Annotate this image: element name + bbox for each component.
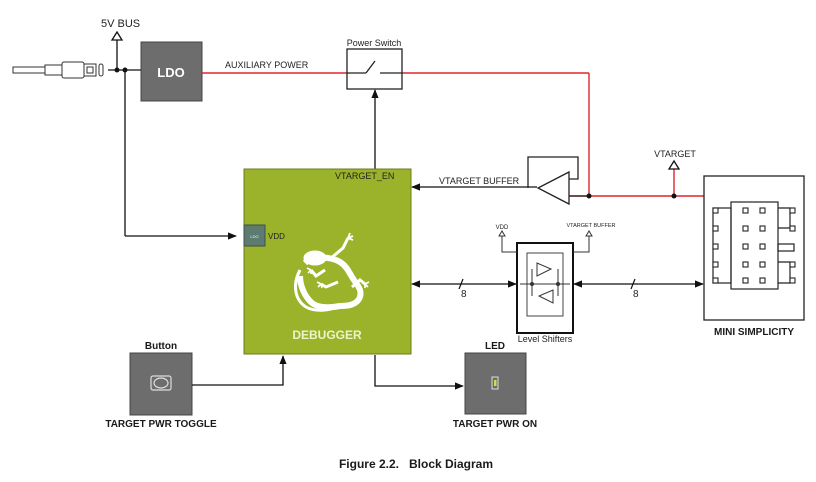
bus-slash-icon xyxy=(458,278,464,290)
power-switch-label: Power Switch xyxy=(347,38,402,48)
junction-dot xyxy=(122,67,128,73)
bus-width-label: 8 xyxy=(633,289,639,300)
usb-micro-cable-icon xyxy=(12,61,104,79)
gecko-icon xyxy=(293,232,370,312)
junction-dot xyxy=(671,193,677,199)
debugger-label: DEBUGGER xyxy=(292,328,362,342)
ls-vdd-arrow-icon xyxy=(498,230,506,237)
bus-5v-label: 5V BUS xyxy=(101,18,140,30)
switch-icon xyxy=(347,60,402,74)
ldo-block xyxy=(140,41,203,102)
vtarget-en-label: VTARGET_EN xyxy=(335,171,394,181)
debugger-to-led-line xyxy=(374,355,464,390)
button-label: TARGET PWR TOGGLE xyxy=(105,419,217,430)
ls-vtarget-wire xyxy=(573,235,590,253)
bus-5v-arrow-icon xyxy=(110,30,124,41)
bus-width-label: 8 xyxy=(461,289,467,300)
junction-dot xyxy=(114,67,120,73)
auxiliary-power-line xyxy=(202,72,704,197)
debugger-inner-ldo-label: LDO xyxy=(250,234,258,239)
power-switch-block xyxy=(346,48,403,90)
button-title: Button xyxy=(145,341,177,352)
vtarget-arrow-icon xyxy=(667,159,681,170)
level-shifters-label: Level Shifters xyxy=(518,334,573,344)
debugger-inner-ldo xyxy=(243,224,266,247)
led-icon xyxy=(491,376,499,390)
buffer-amplifier-icon xyxy=(527,156,589,206)
led-title: LED xyxy=(485,341,505,352)
figure-caption: Figure 2.2. Block Diagram xyxy=(339,457,493,471)
bus-slash-icon xyxy=(630,278,636,290)
ldo-label: LDO xyxy=(157,65,184,80)
button-to-debugger-line xyxy=(192,355,287,386)
header-connector-icon xyxy=(712,201,796,290)
vtarget-buffer-label: VTARGET BUFFER xyxy=(439,176,520,186)
auxiliary-power-label: AUXILIARY POWER xyxy=(225,60,309,70)
button-block xyxy=(129,352,193,416)
ls-vtarget-arrow-icon xyxy=(585,230,593,237)
bus-5v-wiring xyxy=(108,40,237,240)
led-label: TARGET PWR ON xyxy=(453,419,537,430)
ls-vdd-label: VDD xyxy=(496,225,509,231)
ls-vtarget-buffer-label: VTARGET BUFFER xyxy=(567,223,616,229)
level-shifters-block xyxy=(516,242,574,334)
vtarget-label: VTARGET xyxy=(654,149,696,159)
mini-simplicity-label: MINI SIMPLICITY xyxy=(714,327,794,338)
ls-vdd-wire xyxy=(501,235,517,253)
push-button-icon xyxy=(150,375,172,391)
debugger-vdd-label: VDD xyxy=(268,232,285,241)
debugger-block xyxy=(243,168,412,355)
